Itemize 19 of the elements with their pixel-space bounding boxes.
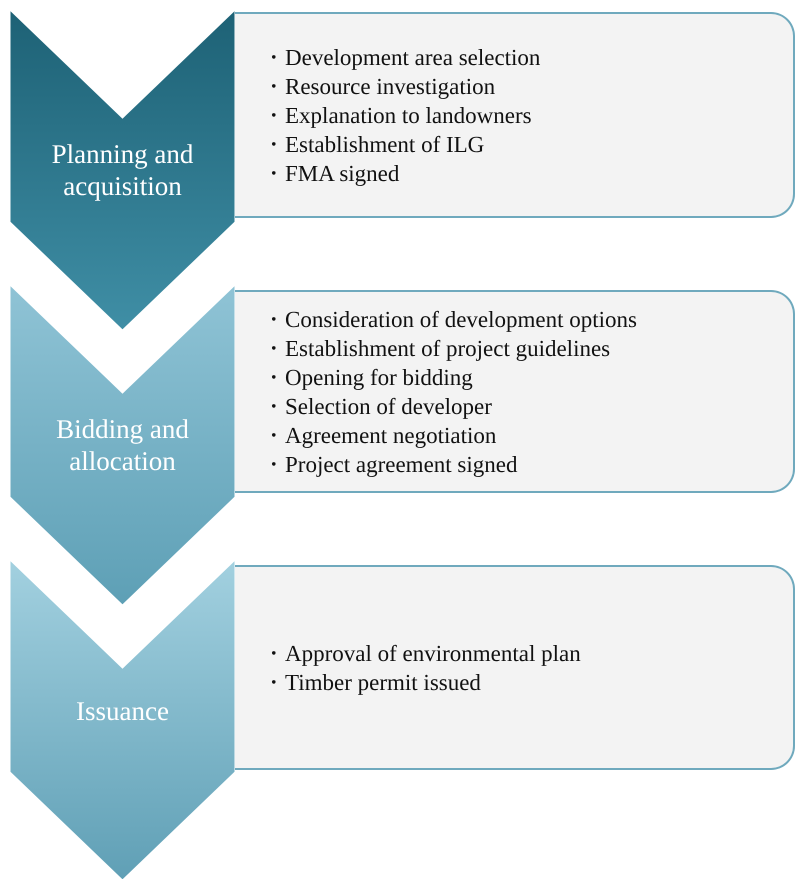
step-list-panel	[232, 12, 795, 218]
bullet-item: ・Timber permit issued	[262, 668, 482, 696]
step-list-panel	[232, 565, 795, 770]
stage-label: Bidding and allocation	[55, 413, 190, 477]
bullet-item: ・Selection of developer	[262, 392, 493, 420]
bullet-item: ・Establishment of ILG	[262, 130, 486, 158]
bullet-item: ・Approval of environmental plan	[262, 640, 582, 668]
bullet-item: ・Project agreement signed	[262, 450, 518, 478]
bullet-item: ・Resource investigation	[262, 72, 496, 100]
bullet-item: ・Explanation to landowners	[262, 102, 533, 130]
bullet-item: ・Establishment of project guidelines	[262, 334, 612, 362]
step-list-panel	[232, 290, 795, 493]
bullet-item: ・Development area selection	[262, 44, 542, 72]
bullet-item: ・Opening for bidding	[262, 364, 474, 392]
stage-label: Issuance	[75, 695, 170, 727]
bullet-item: ・Agreement negotiation	[262, 422, 498, 450]
bullet-item: ・FMA signed	[262, 160, 400, 188]
stage-label: Planning and acquisition	[50, 138, 194, 202]
bullet-item: ・Consideration of development options	[262, 306, 638, 334]
